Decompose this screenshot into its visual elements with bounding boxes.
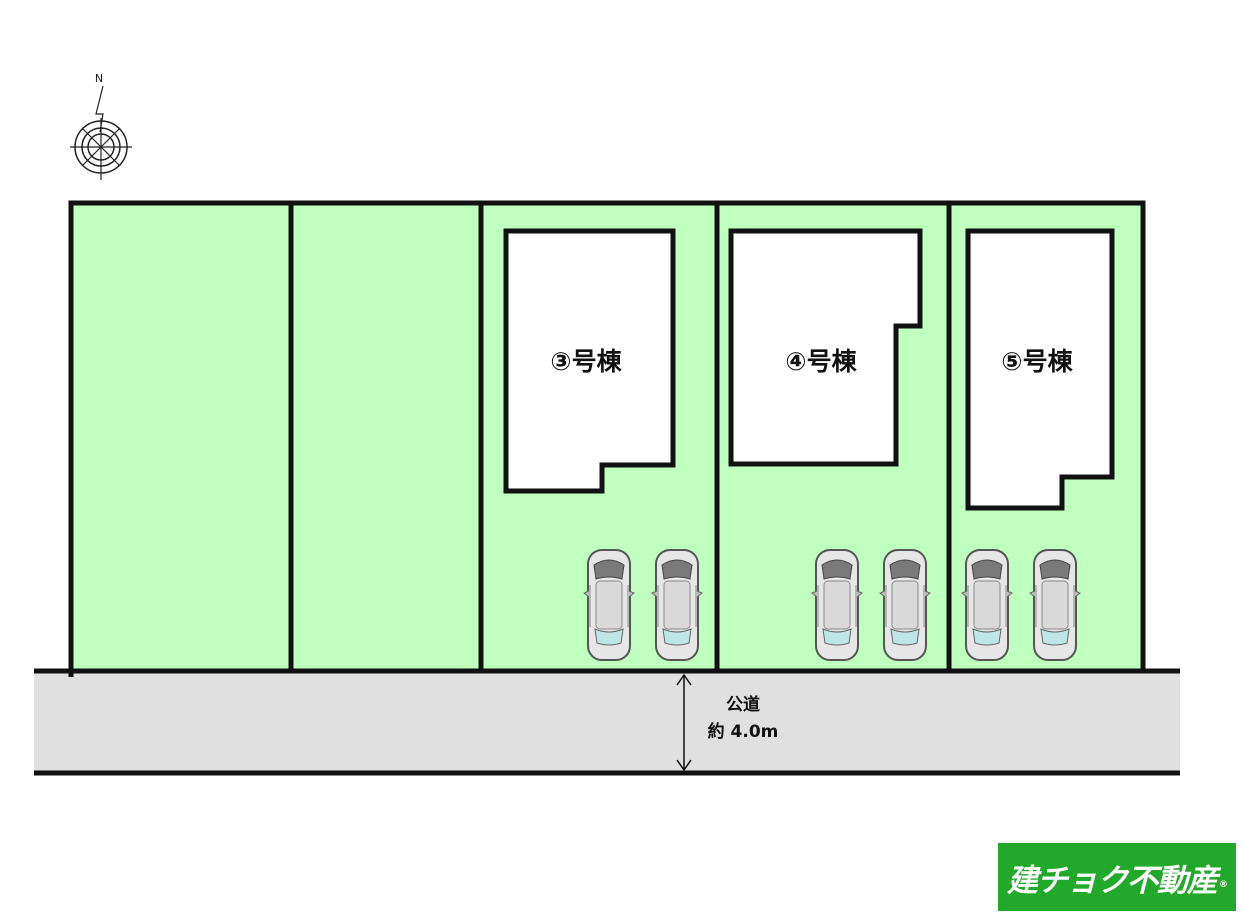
parking-cars: [583, 549, 1081, 661]
building-4: [728, 228, 923, 467]
road-width-label: 約 4.0m: [708, 721, 779, 742]
car-icon: [879, 549, 931, 661]
house-label-3: ③号棟: [550, 347, 622, 376]
lot-2: [288, 200, 484, 674]
registered-mark: ®: [1219, 880, 1228, 890]
car-icon: [651, 549, 703, 661]
building-3: [503, 228, 676, 494]
house-label-5: ⑤号棟: [1001, 347, 1073, 376]
logo-text: 建チョク不動産: [1007, 862, 1218, 899]
car-icon: [811, 549, 863, 661]
compass-icon: N: [70, 72, 132, 180]
car-icon: [1029, 549, 1081, 661]
building-5: [965, 228, 1115, 511]
car-icon: [583, 549, 635, 661]
road: 公道 約 4.0m: [34, 668, 1180, 776]
road-name: 公道: [726, 694, 760, 715]
north-label: N: [95, 72, 103, 85]
car-icon: [961, 549, 1013, 661]
house-label-4: ④号棟: [785, 347, 857, 376]
lot-1: [68, 200, 294, 674]
road-width-dimension: [676, 673, 692, 772]
company-logo: 建チョク不動産®: [998, 843, 1236, 911]
road-area: [34, 671, 1180, 773]
